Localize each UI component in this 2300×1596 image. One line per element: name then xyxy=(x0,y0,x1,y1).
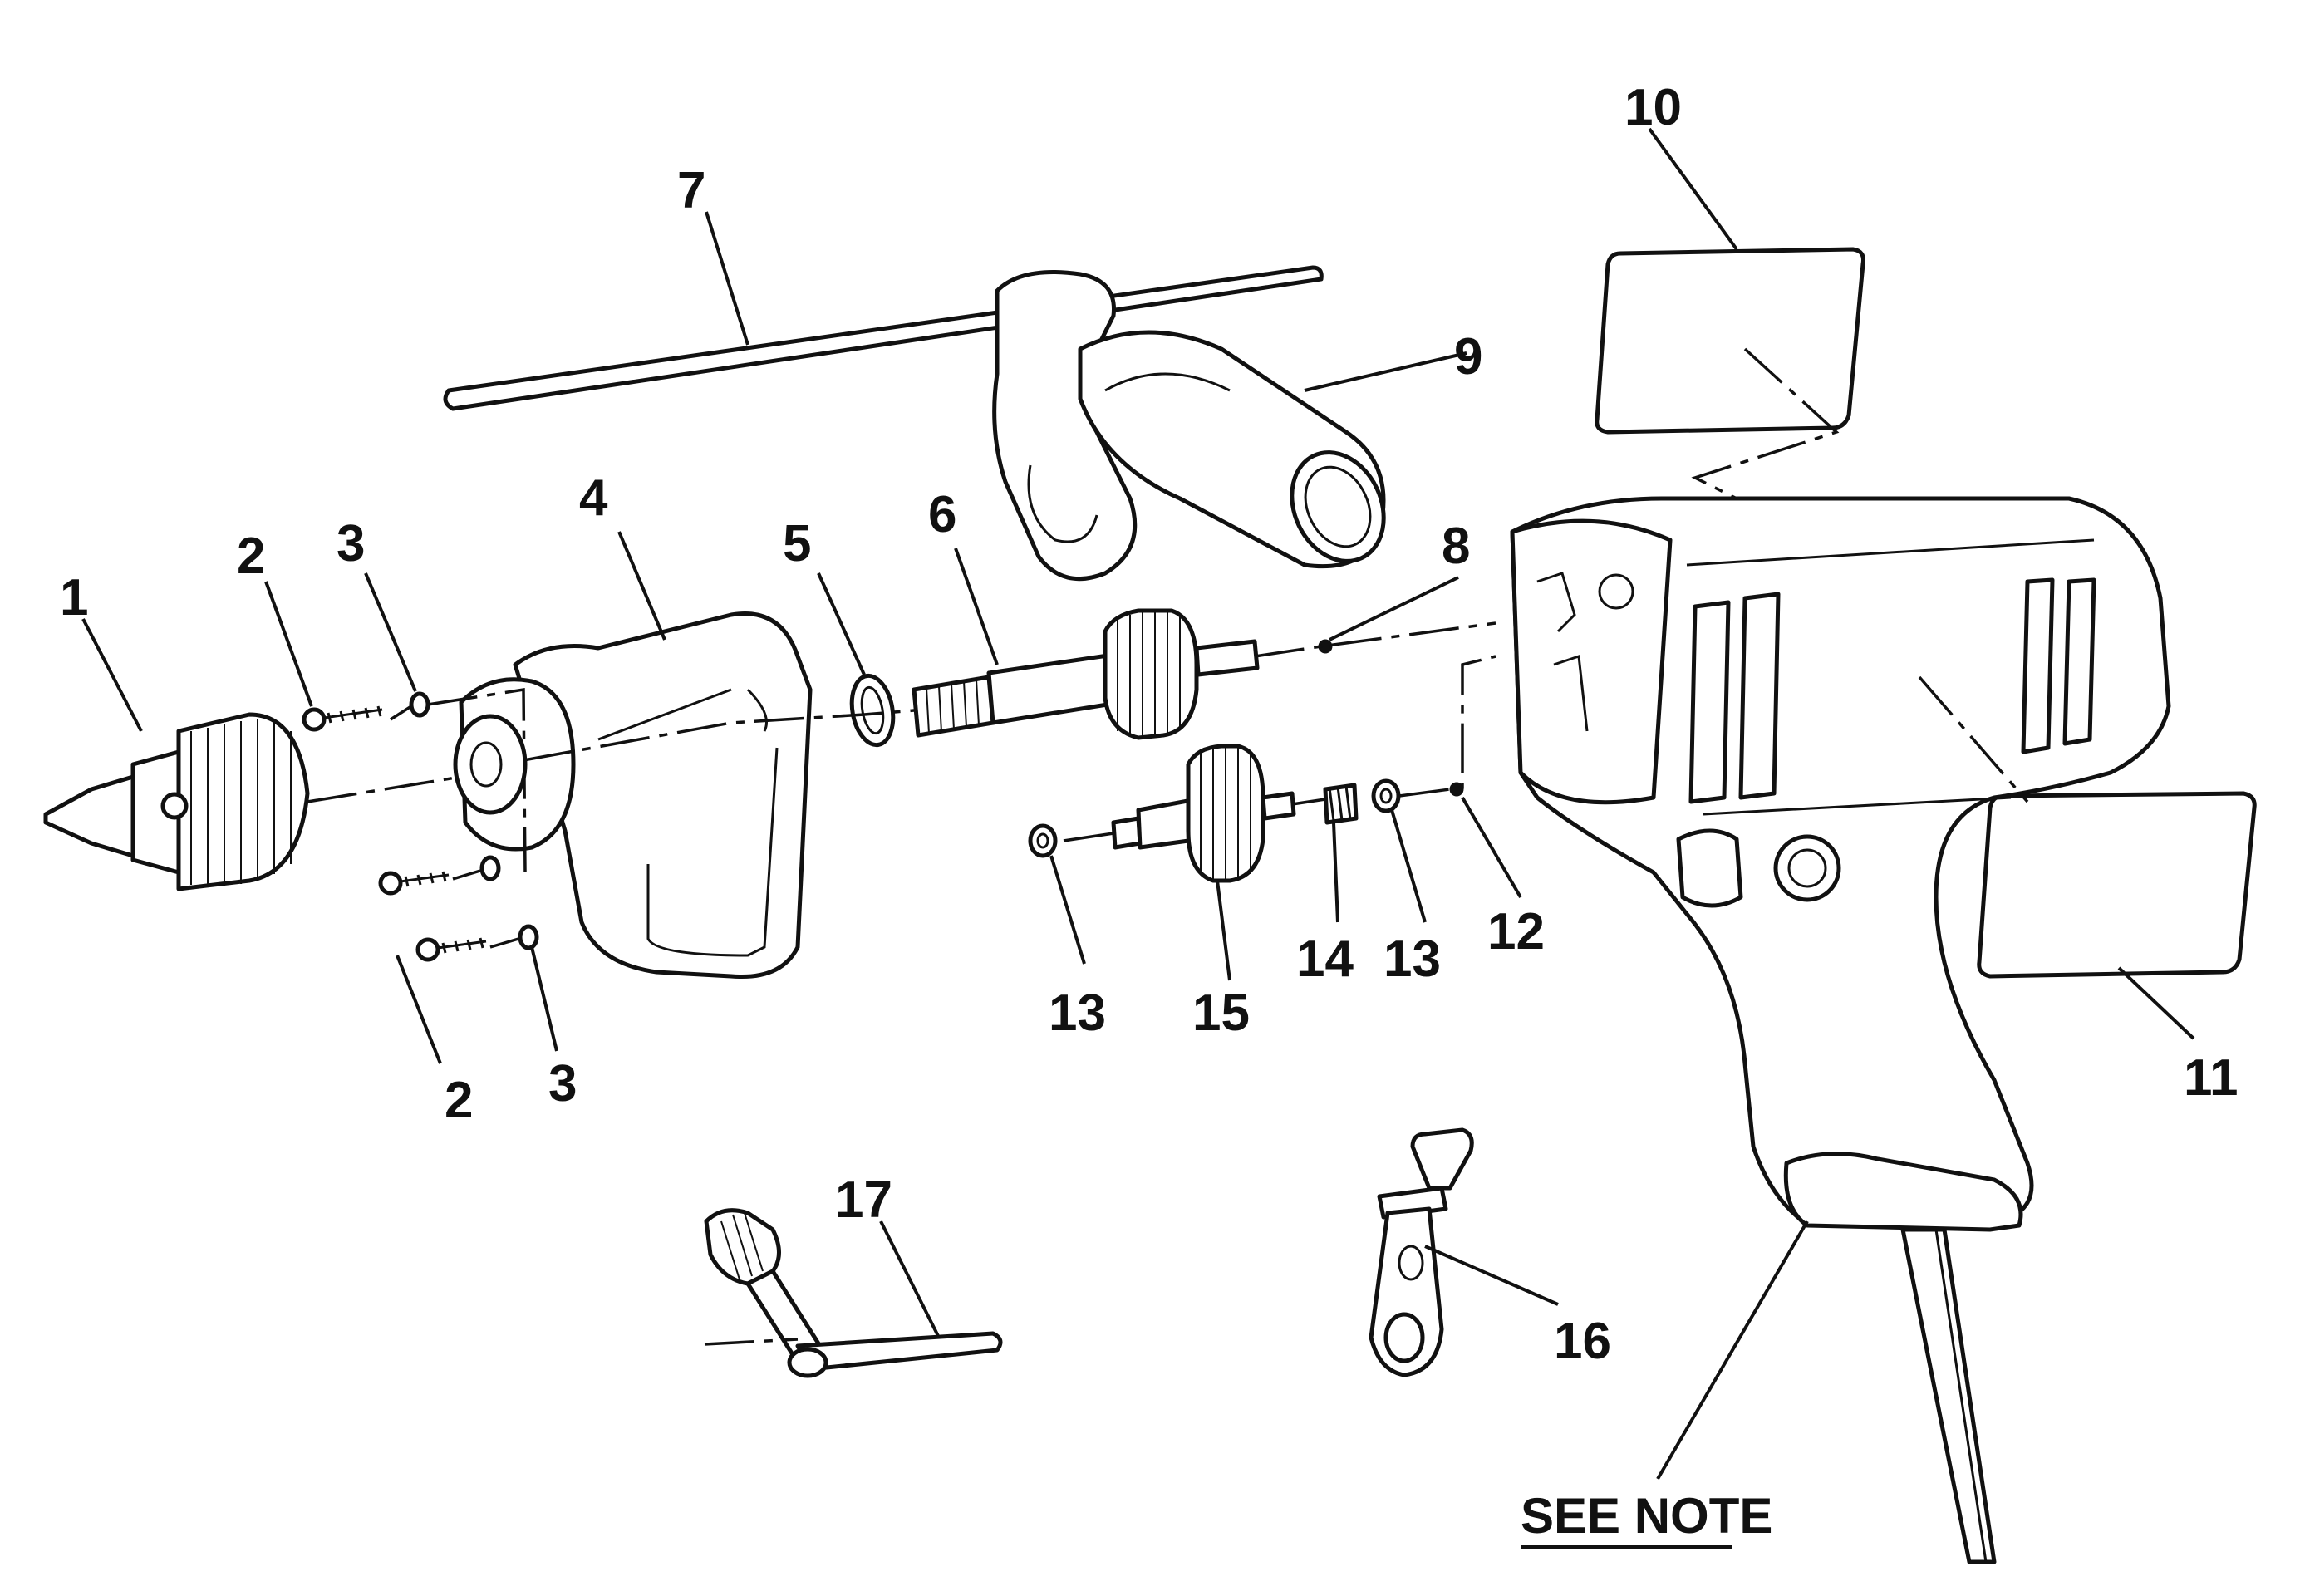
label-8: 8 xyxy=(1442,518,1470,575)
part-3-washer-mid xyxy=(479,855,501,881)
leader-lines xyxy=(81,127,2195,1481)
part-labels: 1 2 3 4 5 6 7 8 9 10 11 12 13 13 14 15 1… xyxy=(60,79,2239,1370)
part-4-gear-case xyxy=(453,611,813,980)
part-13-washer-left xyxy=(1028,823,1058,858)
part-14-spring xyxy=(1323,783,1359,825)
part-2-screw-top xyxy=(302,705,383,732)
label-13-right: 13 xyxy=(1383,931,1441,988)
label-9: 9 xyxy=(1454,328,1482,385)
part-10-nameplate xyxy=(1595,247,1865,435)
part-2-screw-mid xyxy=(378,871,450,896)
label-7: 7 xyxy=(677,162,705,219)
label-11: 11 xyxy=(2184,1049,2239,1107)
label-17: 17 xyxy=(835,1171,892,1229)
see-note-callout: SEE NOTE xyxy=(1521,1488,1772,1549)
part-15-gear-shaft xyxy=(1111,744,1296,883)
part-17-chuck-key xyxy=(704,1208,1003,1378)
label-12: 12 xyxy=(1487,903,1545,960)
part-13-washer-right xyxy=(1371,778,1401,813)
label-2-bottom: 2 xyxy=(445,1072,473,1129)
see-note-text: SEE NOTE xyxy=(1521,1488,1772,1544)
label-5: 5 xyxy=(783,515,811,572)
label-6: 6 xyxy=(928,486,956,543)
label-1: 1 xyxy=(60,569,88,626)
label-4: 4 xyxy=(579,469,608,527)
part-16-brush-holder xyxy=(1369,1127,1474,1377)
part-1-chuck xyxy=(43,712,310,891)
label-14: 14 xyxy=(1296,931,1354,988)
label-3-bottom: 3 xyxy=(548,1055,577,1112)
part-6-spindle xyxy=(912,608,1260,740)
label-15: 15 xyxy=(1192,985,1250,1042)
assembly-centerlines xyxy=(307,347,2029,949)
part-3-washer-top xyxy=(409,691,430,718)
part-3-washer-low xyxy=(518,924,539,950)
label-3-top: 3 xyxy=(337,515,365,572)
label-13-left: 13 xyxy=(1049,985,1106,1042)
part-9-side-handle xyxy=(992,270,1386,582)
label-16: 16 xyxy=(1554,1313,1611,1370)
part-2-screw-low xyxy=(415,937,487,962)
label-10: 10 xyxy=(1624,79,1682,136)
drill-housing xyxy=(1510,496,2171,1564)
part-5-o-ring xyxy=(849,673,896,748)
label-2-top: 2 xyxy=(237,528,265,585)
part-12-ball xyxy=(1449,782,1464,797)
part-11-nameplate xyxy=(1977,791,2257,979)
